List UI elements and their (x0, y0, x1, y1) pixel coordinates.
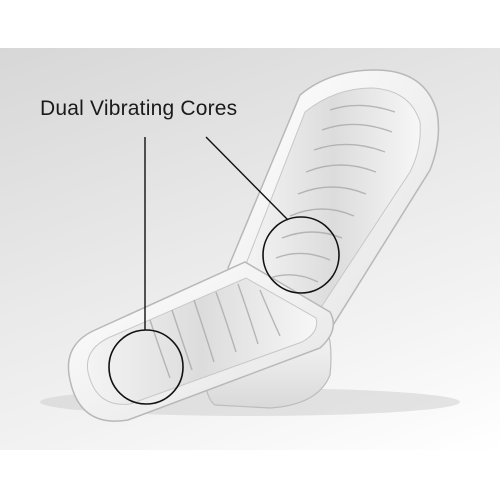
product-photo (0, 48, 500, 450)
leader-line-upper (205, 136, 289, 221)
product-illustration (40, 69, 460, 422)
core-callout-circle-lower (108, 329, 184, 405)
lower-sleeve (86, 277, 318, 405)
core-callout-circle-upper (262, 216, 340, 294)
upper-sleeve-ridges (269, 104, 396, 283)
upper-sleeve (245, 87, 421, 313)
lower-sleeve-ridges (149, 283, 281, 379)
callout-label: Dual Vibrating Cores (40, 97, 238, 120)
